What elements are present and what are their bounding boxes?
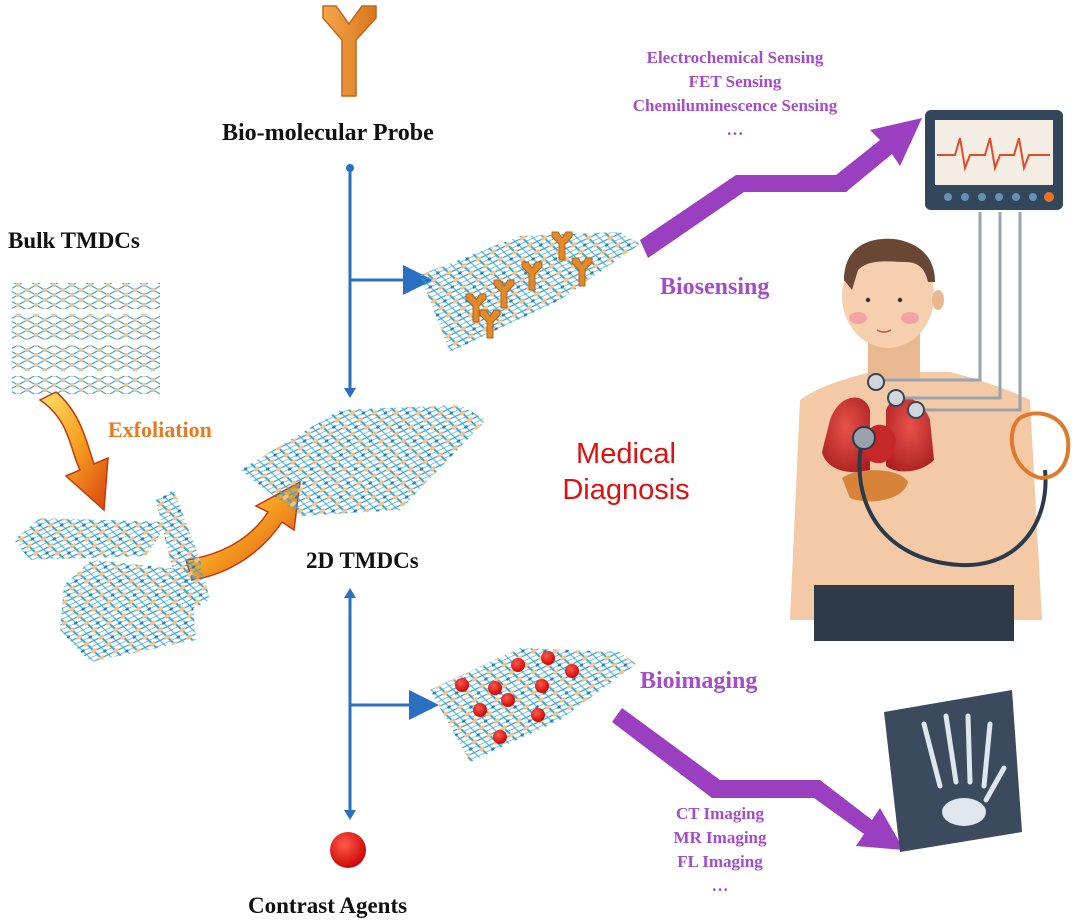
2d-tmdcs-label: 2D TMDCs xyxy=(306,548,419,573)
exfoliation-label: Exfoliation xyxy=(108,417,212,442)
central-2d-tmdc-sheet xyxy=(240,405,486,516)
medical-label-line1: Medical xyxy=(576,438,676,470)
imaging-method-item: FL Imaging xyxy=(677,852,763,871)
purple-arrow-bioimaging xyxy=(612,708,904,850)
sensing-method-item: Electrochemical Sensing xyxy=(646,48,824,67)
biosensing-sheet xyxy=(420,231,640,352)
bulk-tmdc-stack xyxy=(12,283,160,394)
sensing-method-item: Chemiluminescence Sensing xyxy=(632,96,838,115)
sensing-methods-list: Electrochemical Sensing FET Sensing Chem… xyxy=(600,46,870,142)
connector-lines xyxy=(348,168,439,815)
medical-label-line2: Diagnosis xyxy=(562,474,690,506)
heart-monitor-icon xyxy=(925,110,1063,210)
purple-arrow-biosensing xyxy=(640,118,922,258)
bioimaging-label: Bioimaging xyxy=(640,668,758,694)
bulk-tmdcs-label: Bulk TMDCs xyxy=(8,228,140,253)
contrast-agent-dot-icon xyxy=(330,832,366,868)
probe-label: Bio-molecular Probe xyxy=(222,120,434,146)
imaging-method-item: CT Imaging xyxy=(675,804,764,823)
imaging-methods-list: CT Imaging MR Imaging FL Imaging … xyxy=(640,802,800,898)
human-body-icon xyxy=(790,212,1042,641)
imaging-method-item: MR Imaging xyxy=(673,828,767,847)
connector-end-dots xyxy=(344,164,356,820)
exfoliated-flakes xyxy=(14,490,210,662)
sensing-method-item: … xyxy=(726,120,744,139)
medical-diagnosis-label: Medical Diagnosis xyxy=(560,436,692,508)
imaging-method-item: … xyxy=(711,876,729,895)
sensing-method-item: FET Sensing xyxy=(688,72,782,91)
contrast-agents-label: Contrast Agents xyxy=(248,893,408,918)
xray-hand-icon xyxy=(884,690,1022,852)
biosensing-label: Biosensing xyxy=(660,274,770,300)
exfoliation-arrow-down xyxy=(38,391,109,512)
stethoscope-icon xyxy=(852,411,1071,568)
y-probe-icon xyxy=(322,5,377,97)
bioimaging-sheet xyxy=(430,648,636,762)
